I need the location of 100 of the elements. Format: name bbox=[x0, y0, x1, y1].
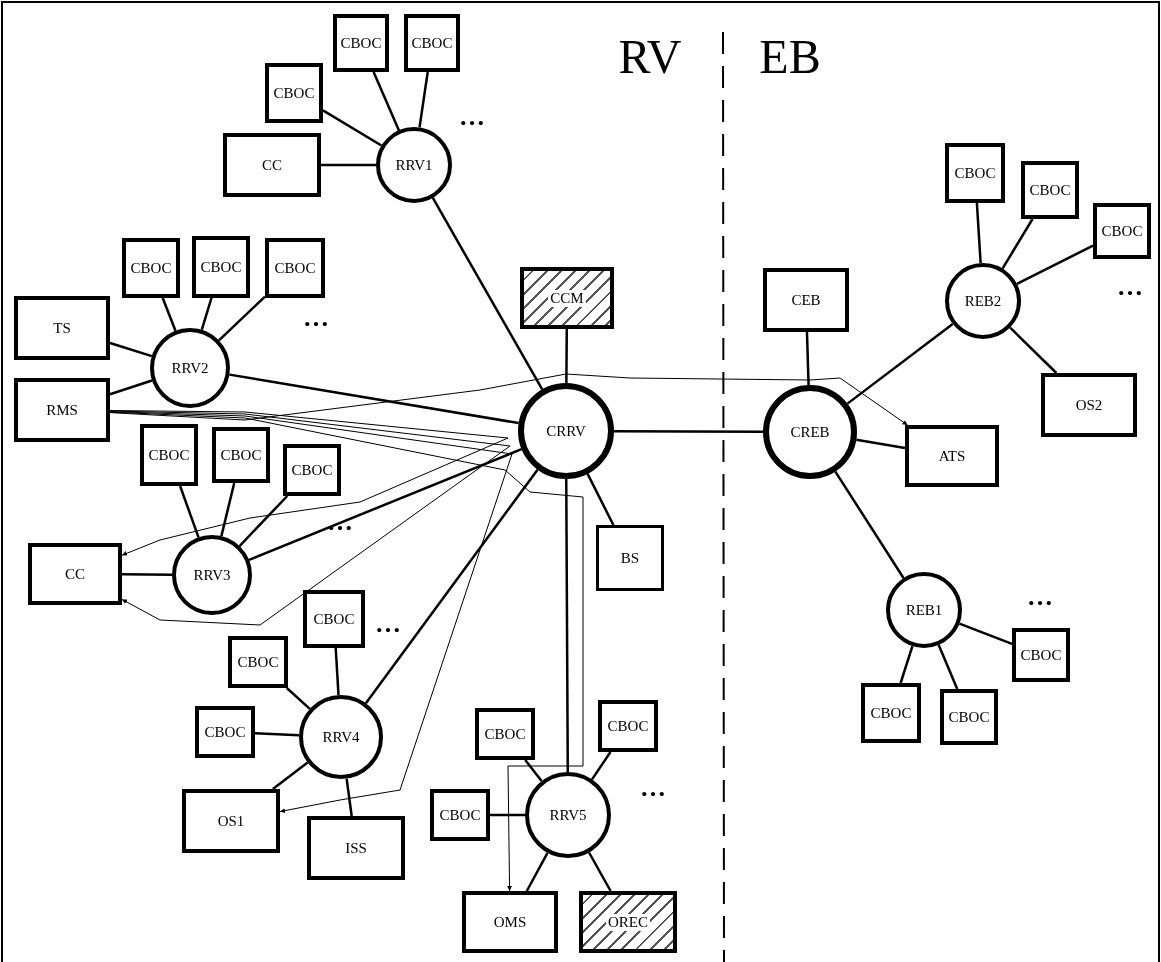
node-box bbox=[307, 816, 405, 880]
flow-arrow bbox=[109, 411, 513, 814]
ellipsis-mark: … bbox=[1027, 584, 1053, 610]
node-box bbox=[265, 238, 325, 298]
node-label: OREC bbox=[606, 913, 650, 931]
node-box bbox=[223, 133, 321, 197]
connector-line bbox=[565, 329, 568, 383]
node-box bbox=[596, 525, 664, 591]
region-label: EB bbox=[759, 33, 821, 81]
node-label: CBOC bbox=[130, 259, 172, 277]
node-label: REB1 bbox=[905, 601, 943, 619]
connector-line bbox=[959, 622, 1013, 645]
node-box bbox=[303, 590, 365, 648]
connector-line bbox=[272, 761, 309, 790]
node-box bbox=[283, 444, 341, 496]
node-label: RRV3 bbox=[193, 566, 231, 584]
connector-line bbox=[1016, 244, 1094, 286]
node-label: RRV1 bbox=[395, 156, 433, 174]
connector-line bbox=[109, 341, 153, 358]
connector-line bbox=[254, 732, 300, 737]
node-box bbox=[28, 543, 122, 605]
node-box bbox=[1021, 161, 1079, 219]
node-label: REB2 bbox=[964, 292, 1002, 310]
node-label: CBOC bbox=[870, 704, 912, 722]
node-label: CBOC bbox=[1101, 222, 1143, 240]
node-label: ATS bbox=[938, 447, 966, 465]
hub-circle bbox=[150, 328, 230, 408]
node-label: CBOC bbox=[273, 84, 315, 102]
node-label: CEB bbox=[791, 291, 821, 309]
connector-line bbox=[899, 645, 914, 684]
node-box bbox=[598, 700, 658, 752]
node-box bbox=[14, 378, 110, 442]
node-label: RMS bbox=[46, 401, 78, 419]
connector-line bbox=[322, 109, 383, 147]
node-box bbox=[140, 424, 198, 486]
node-box bbox=[763, 268, 849, 332]
connector-line bbox=[565, 479, 570, 772]
node-box bbox=[212, 427, 270, 483]
ellipsis-mark: … bbox=[375, 611, 401, 637]
node-label: OMS bbox=[493, 913, 527, 931]
hub-circle bbox=[518, 383, 614, 479]
hub-circle bbox=[376, 127, 452, 203]
node-box bbox=[462, 891, 558, 953]
node-label: CBOC bbox=[313, 610, 355, 628]
connector-line bbox=[218, 295, 266, 342]
node-label: CBOC bbox=[1020, 646, 1062, 664]
hub-circle bbox=[525, 772, 611, 858]
node-label: CBOC bbox=[439, 806, 481, 824]
connector-line bbox=[238, 495, 289, 547]
connector-line bbox=[846, 322, 954, 405]
hub-circle bbox=[299, 695, 383, 779]
node-label: CREB bbox=[790, 423, 830, 441]
node-box bbox=[195, 706, 255, 758]
ellipsis-mark: … bbox=[303, 305, 329, 331]
node-label: BS bbox=[620, 549, 640, 567]
node-label: CBOC bbox=[948, 708, 990, 726]
connector-line bbox=[834, 470, 905, 579]
connector-line bbox=[614, 429, 763, 434]
node-box bbox=[228, 636, 288, 688]
connector-line bbox=[109, 379, 153, 396]
node-label: CBOC bbox=[291, 461, 333, 479]
connector-line bbox=[431, 197, 544, 390]
connector-line bbox=[587, 851, 612, 892]
node-box bbox=[182, 789, 280, 853]
node-label: OS2 bbox=[1075, 396, 1103, 414]
node-label: RRV4 bbox=[322, 728, 360, 746]
connector-line bbox=[122, 573, 172, 576]
node-box bbox=[430, 789, 490, 841]
connector-line bbox=[1001, 218, 1034, 270]
connector-line bbox=[591, 751, 612, 781]
node-label: CCM bbox=[548, 289, 586, 307]
region-label: RV bbox=[618, 33, 682, 81]
node-label: CBOC bbox=[204, 723, 246, 741]
node-label: RRV2 bbox=[171, 359, 209, 377]
node-box bbox=[192, 236, 250, 298]
node-label: CBOC bbox=[954, 164, 996, 182]
node-box bbox=[861, 683, 921, 743]
node-label: CBOC bbox=[274, 259, 316, 277]
node-box bbox=[940, 689, 998, 745]
node-box bbox=[14, 296, 110, 360]
node-box bbox=[404, 14, 460, 72]
connector-line bbox=[524, 759, 543, 782]
connector-line bbox=[372, 71, 400, 131]
node-label: CBOC bbox=[411, 34, 453, 52]
node-label: RRV5 bbox=[549, 806, 587, 824]
connector-line bbox=[805, 331, 810, 386]
node-box bbox=[1093, 203, 1151, 259]
connector-line bbox=[364, 468, 539, 704]
connector-line bbox=[220, 482, 236, 537]
node-label: CC bbox=[65, 565, 85, 583]
connector-line bbox=[285, 687, 311, 710]
node-label: OS1 bbox=[217, 812, 245, 830]
node-label: CBOC bbox=[340, 34, 382, 52]
node-box bbox=[905, 425, 999, 487]
connector-line bbox=[586, 473, 615, 526]
connector-line bbox=[345, 778, 353, 817]
connector-line bbox=[161, 297, 177, 332]
flow-arrow bbox=[109, 410, 509, 556]
hub-circle bbox=[763, 385, 857, 479]
node-label: CRRV bbox=[546, 422, 586, 440]
